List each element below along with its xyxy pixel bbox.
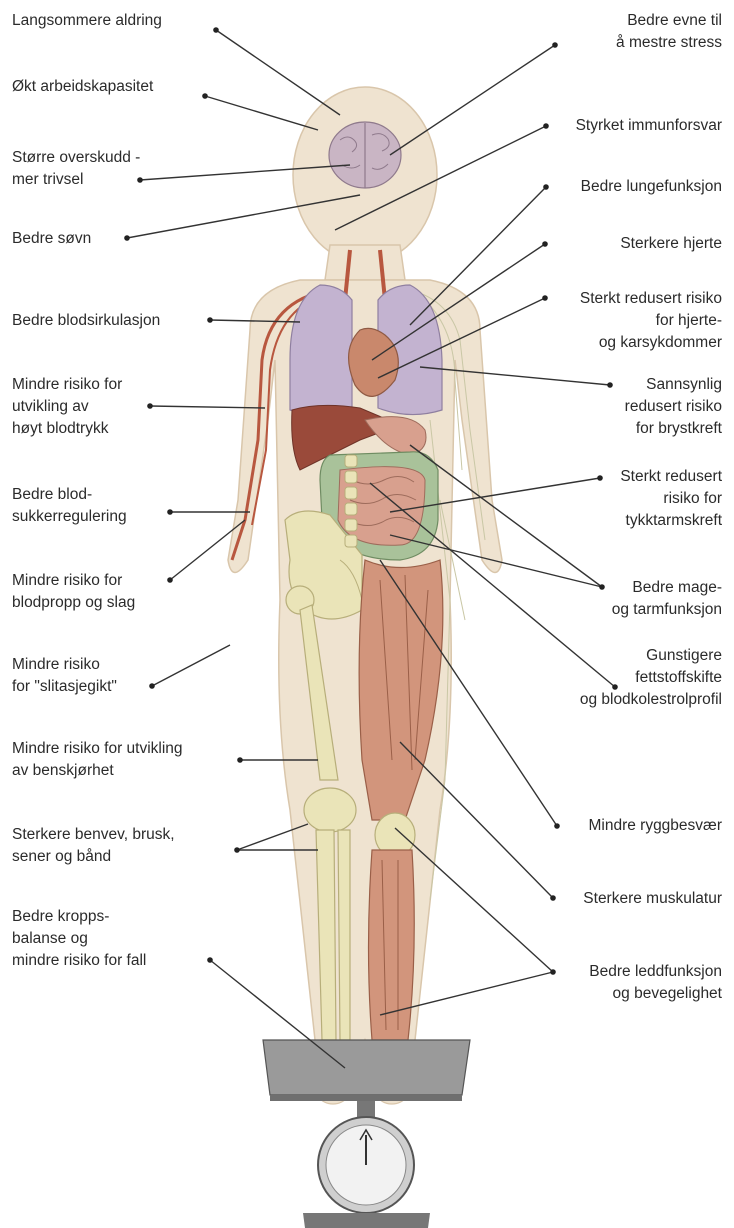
weighing-scale — [263, 1040, 470, 1228]
label-fettstoffskifte: Gunstigere fettstoffskifte og blodkolest… — [580, 645, 722, 711]
label-okt-arbeidskapasitet: Økt arbeidskapasitet — [12, 76, 153, 98]
label-sterkere-hjerte: Sterkere hjerte — [620, 233, 722, 255]
label-leddfunksjon: Bedre leddfunksjon og bevegelighet — [589, 961, 722, 1005]
label-mindre-risiko-hoyt-blodtrykk: Mindre risiko for utvikling av høyt blod… — [12, 374, 122, 440]
label-mindre-risiko-blodpropp: Mindre risiko for blodpropp og slag — [12, 570, 135, 614]
label-brystkreft: Sannsynlig redusert risiko for brystkref… — [625, 374, 722, 440]
label-styrket-immunforsvar: Styrket immunforsvar — [576, 115, 722, 137]
label-mestre-stress: Bedre evne til å mestre stress — [616, 10, 722, 54]
label-bedre-lungefunksjon: Bedre lungefunksjon — [581, 176, 722, 198]
label-mage-tarmfunksjon: Bedre mage- og tarmfunksjon — [612, 577, 722, 621]
label-sterkere-muskulatur: Sterkere muskulatur — [583, 888, 722, 910]
label-bedre-kroppsbalanse: Bedre kropps- balanse og mindre risiko f… — [12, 906, 146, 972]
label-sterkere-benvev: Sterkere benvev, brusk, sener og bånd — [12, 824, 175, 868]
label-hjerte-karsykdommer: Sterkt redusert risiko for hjerte- og ka… — [580, 288, 722, 354]
label-mindre-ryggbesvaer: Mindre ryggbesvær — [588, 815, 722, 837]
label-langsommere-aldring: Langsommere aldring — [12, 10, 162, 32]
label-mindre-risiko-benskjorhet: Mindre risiko for utvikling av benskjørh… — [12, 738, 183, 782]
label-bedre-blodsirkulasjon: Bedre blodsirkulasjon — [12, 310, 160, 332]
label-tykktarmskreft: Sterkt redusert risiko for tykktarmskref… — [620, 466, 722, 532]
label-bedre-sovn: Bedre søvn — [12, 228, 91, 250]
label-mindre-risiko-slitasjegikt: Mindre risiko for "slitasjegikt" — [12, 654, 117, 698]
label-storre-overskudd: Større overskudd - mer trivsel — [12, 147, 140, 191]
label-bedre-blodsukkerregulering: Bedre blod- sukkerregulering — [12, 484, 127, 528]
